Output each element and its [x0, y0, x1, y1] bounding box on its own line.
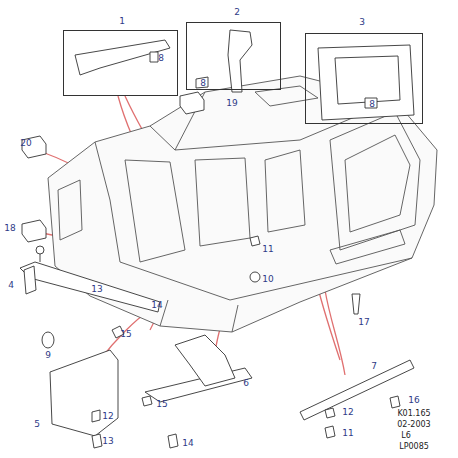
callout-number: 8	[157, 54, 165, 63]
callout-number: 10	[261, 275, 274, 284]
drawing-code: 02-2003	[396, 421, 431, 429]
callout-number: 8	[199, 79, 207, 88]
drawing-code: K01.165	[396, 410, 431, 418]
callout-number: 14	[181, 439, 194, 448]
inset-box: 28	[186, 22, 281, 90]
drawing-code: LP0085	[398, 443, 430, 451]
callout-number: 1	[118, 17, 126, 26]
callout-number: 17	[357, 318, 370, 327]
callout-number: 13	[90, 285, 103, 294]
callout-number: 6	[242, 379, 250, 388]
inset-box: 18	[63, 30, 178, 96]
callout-number: 12	[101, 412, 114, 421]
callout-number: 18	[3, 224, 16, 233]
callout-number: 3	[358, 18, 366, 27]
callout-number: 15	[155, 400, 168, 409]
callout-number: 20	[19, 139, 32, 148]
callout-number: 14	[150, 301, 163, 310]
drawing-code: L6	[400, 432, 412, 440]
inset-box: 38	[305, 33, 423, 124]
callout-number: 13	[101, 437, 114, 446]
trim-parts	[20, 30, 414, 448]
callout-number: 15	[119, 330, 132, 339]
callout-number: 4	[7, 281, 15, 290]
callout-number: 8	[368, 100, 376, 109]
callout-number: 2	[233, 8, 241, 17]
callout-number: 5	[33, 420, 41, 429]
callout-number: 12	[341, 408, 354, 417]
callout-number: 7	[370, 362, 378, 371]
callout-number: 11	[341, 429, 354, 438]
callout-number: 19	[225, 99, 238, 108]
callout-number: 16	[407, 396, 420, 405]
callout-number: 9	[44, 351, 52, 360]
callout-number: 11	[261, 245, 274, 254]
